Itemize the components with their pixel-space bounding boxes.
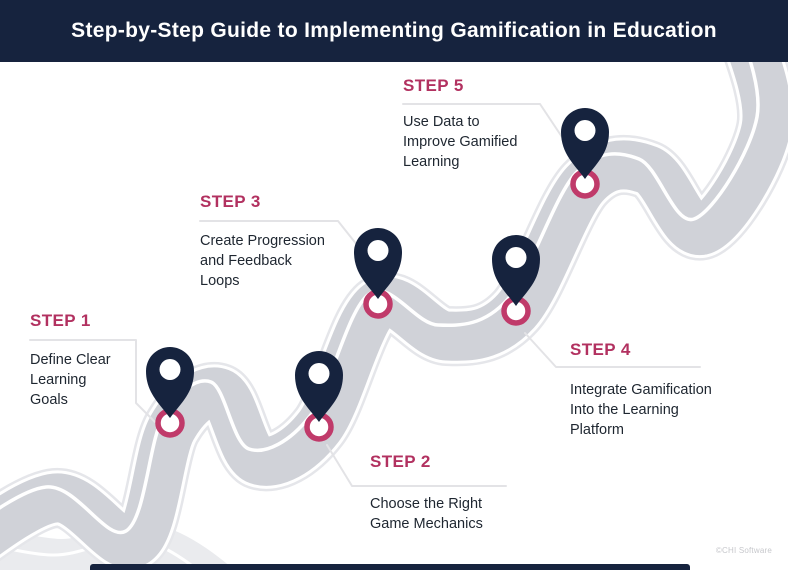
step-1-label: STEP 1 xyxy=(30,311,91,330)
step-5-label: STEP 5 xyxy=(403,76,464,95)
header-bar: Step-by-Step Guide to Implementing Gamif… xyxy=(0,0,788,62)
step-2-label: STEP 2 xyxy=(370,452,431,471)
map-pin-icon-step5 xyxy=(559,106,611,200)
footer-bar xyxy=(90,564,690,570)
map-pin-icon-step3 xyxy=(352,226,404,320)
step-4-label: STEP 4 xyxy=(570,340,631,359)
infographic-title: Step-by-Step Guide to Implementing Gamif… xyxy=(71,19,717,42)
step-4-description: Integrate Gamification Into the Learning… xyxy=(570,382,712,438)
step-3-description: Create Progression and Feedback Loops xyxy=(200,233,325,289)
step-2-block: STEP 2 Choose the Right Game Mechanics xyxy=(370,452,483,534)
copyright-text: ©CHI Software xyxy=(715,546,772,555)
step-5-block: STEP 5 Use Data to Improve Gamified Lear… xyxy=(403,76,517,172)
step4-leader-line xyxy=(524,332,701,368)
step-3-label: STEP 3 xyxy=(200,192,261,211)
map-pin-icon-step4 xyxy=(490,233,542,327)
step-3-block: STEP 3 Create Progression and Feedback L… xyxy=(200,192,325,291)
step-1-block: STEP 1 Define Clear Learning Goals xyxy=(30,311,111,410)
step-1-description: Define Clear Learning Goals xyxy=(30,352,111,408)
step-5-description: Use Data to Improve Gamified Learning xyxy=(403,114,518,170)
step-4-block: STEP 4 Integrate Gamification Into the L… xyxy=(570,340,712,440)
step1-leader-line xyxy=(29,339,156,423)
step5-leader-line xyxy=(402,103,567,144)
step-2-description: Choose the Right Game Mechanics xyxy=(370,496,483,532)
map-pin-icon-step2 xyxy=(293,349,345,443)
map-pin-icon-step1 xyxy=(144,345,196,439)
step2-leader-line xyxy=(326,444,507,487)
